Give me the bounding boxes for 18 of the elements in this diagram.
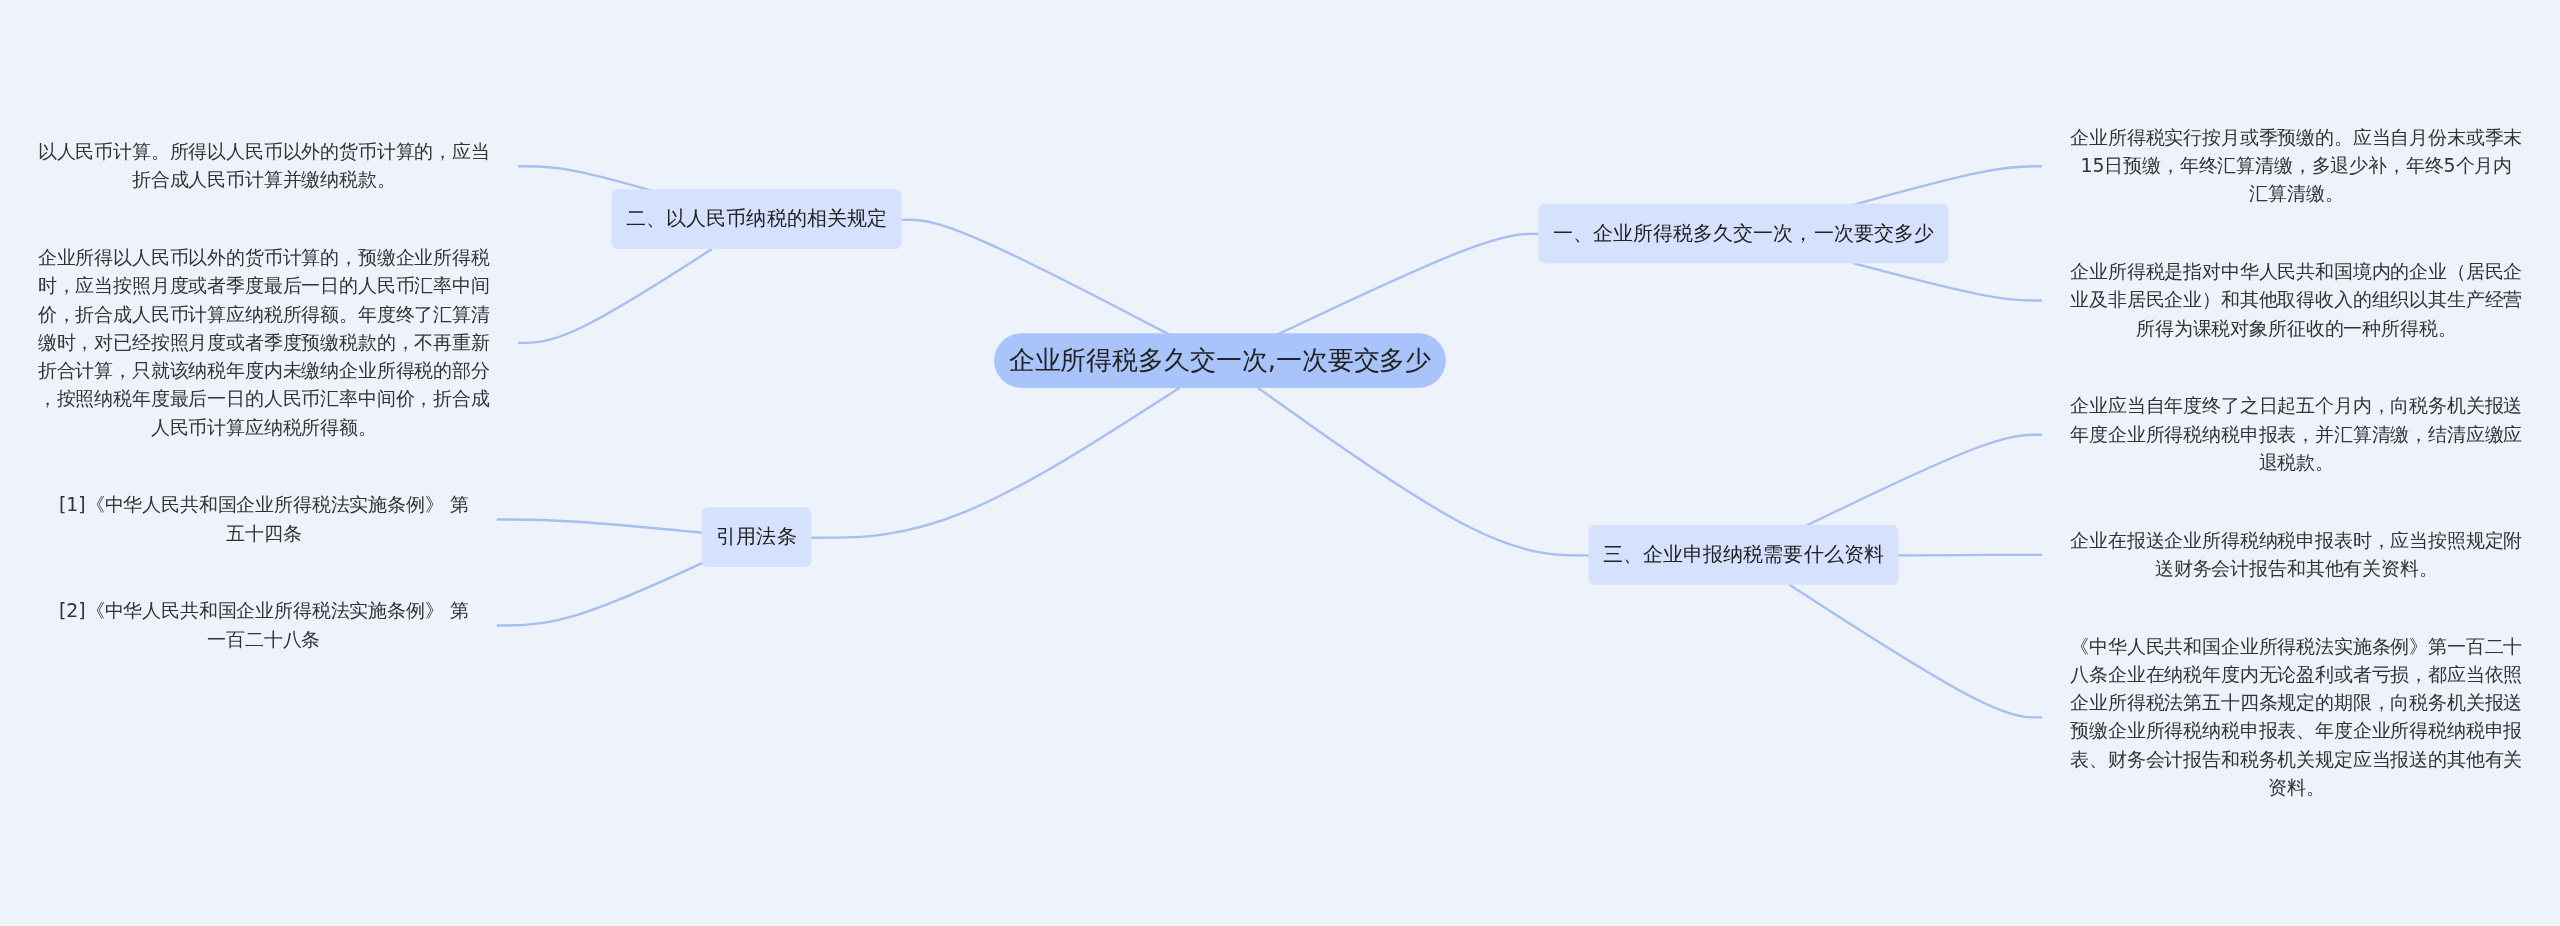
connector — [1788, 583, 2042, 719]
connector — [518, 248, 713, 345]
node-text: 企业所得以人民币以外的货币计算的，预缴企业所得税时，应当按照月度或者季度最后一日的人民币汇率中间价，折合成人民币计算应纳税所得额。年度终了汇算清缴时，对已经按照月度或者季度预缴税款的，不再重新折合计算，只就该纳税年度内未缴纳企业所得税的部分，按照纳税年度最后一日的人民币汇率中间价，折合成人民币计算应纳税所得额。 — [37, 246, 490, 439]
node-text: 企业所得税实行按月或季预缴的。应当自月份末或季末15日预缴，年终汇算清缴，多退少补，年终5个月内汇算清缴。 — [2070, 126, 2523, 206]
connector — [811, 386, 1181, 539]
node-text: 《中华人民共和国企业所得税法实施条例》第一百二十八条企业在纳税年度内无论盈利或者亏损，都应当依照企业所得税法第五十四条规定的期限，向税务机关报送预缴企业所得税纳税申报表、年度企业所得税纳税申报表、财务会计报告和税务机关规定应当报送的其他有关资料。 — [2070, 634, 2523, 799]
connector — [1256, 386, 1590, 557]
connector — [1898, 553, 2042, 557]
connector — [901, 218, 1171, 336]
connector — [1852, 262, 2042, 302]
connector — [496, 561, 704, 627]
node-text: 企业在报送企业所得税纳税申报表时，应当按照规定附送财务会计报告和其他有关资料。 — [2070, 528, 2523, 580]
node-text: [2]《中华人民共和国企业所得税法实施条例》 第一百二十八条 — [59, 599, 469, 651]
node-text: 企业应当自年度终了之日起五个月内，向税务机关报送年度企业所得税纳税申报表，并汇算清缴，结清应缴应退税款。 — [2070, 394, 2523, 474]
node-text: 企业所得税是指对中华人民共和国境内的企业（居民企业及非居民企业）和其他取得收入的组织以其生产经营所得为课税对象所征收的一种所得税。 — [2070, 260, 2523, 340]
node-text: [1]《中华人民共和国企业所得税法实施条例》 第五十四条 — [59, 493, 469, 545]
node-text: 以人民币计算。所得以人民币以外的货币计算的，应当折合成人民币计算并缴纳税款。 — [37, 140, 490, 192]
connector — [1276, 232, 1540, 336]
